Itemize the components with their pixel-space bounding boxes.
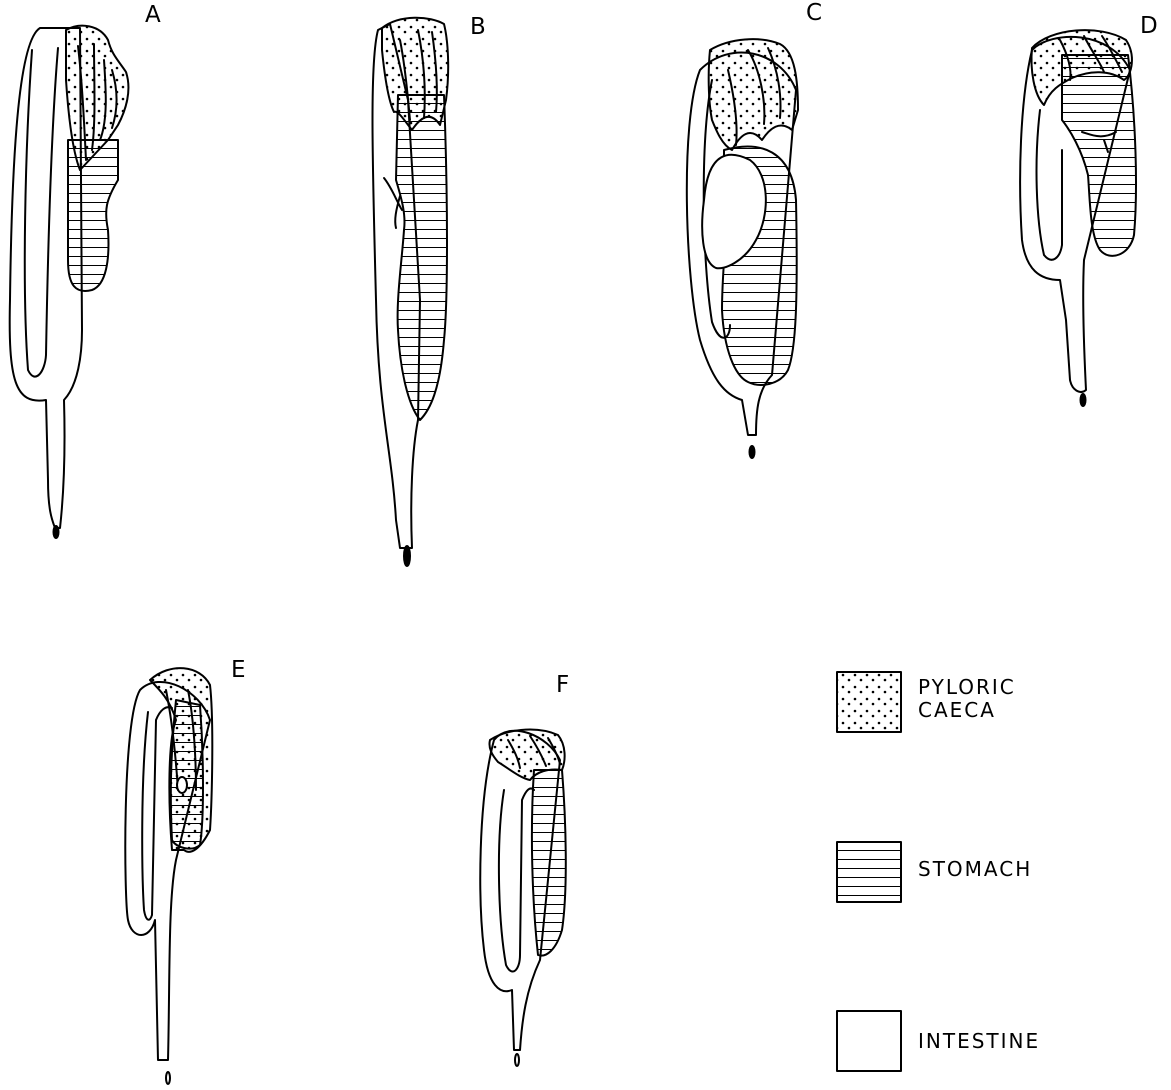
panel-label-e: E: [231, 659, 246, 682]
panel-label-c: C: [806, 2, 822, 25]
legend-label-pyloric-line1: PYLORIC: [918, 676, 1016, 699]
legend-swatch-pyloric-caeca: [837, 672, 901, 732]
pyloric-caeca-a: [66, 26, 128, 170]
specimen-e: [125, 668, 212, 1084]
stomach-b: [396, 95, 447, 420]
legend-swatch-intestine: [837, 1011, 901, 1071]
specimen-b: [373, 18, 449, 566]
specimen-a: [10, 26, 129, 538]
specimen-d: [1020, 30, 1136, 406]
panel-label-b: B: [470, 16, 486, 39]
specimen-f: [480, 730, 565, 1066]
stomach-a: [68, 140, 118, 291]
legend-label-intestine: INTESTINE: [918, 1030, 1040, 1053]
legend-label-pyloric-line2: CAECA: [918, 699, 1016, 722]
panel-label-f: F: [556, 674, 569, 697]
specimen-c: [687, 39, 798, 458]
legend-label-pyloric-caeca: PYLORIC CAECA: [918, 676, 1016, 722]
panel-label-a: A: [145, 4, 161, 27]
stomach-f: [532, 770, 566, 956]
panel-label-d: D: [1140, 15, 1158, 38]
legend-swatch-stomach: [837, 842, 901, 902]
legend-label-stomach: STOMACH: [918, 858, 1032, 881]
